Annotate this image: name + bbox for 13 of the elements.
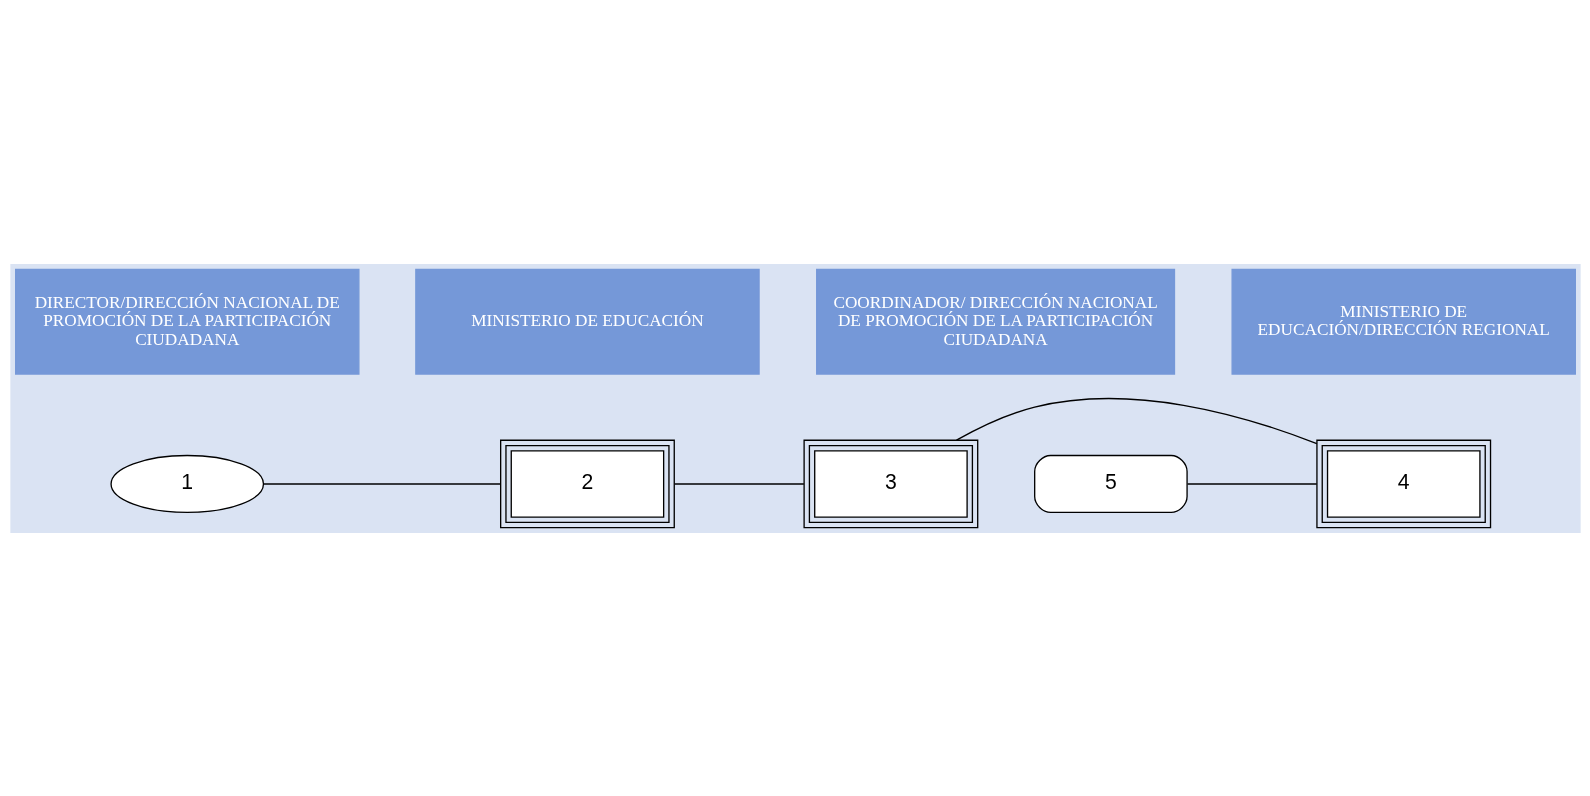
node-box: MINISTERIO DE EDUCACIÓN <box>414 268 760 375</box>
node-ellipse: 1 <box>109 454 264 513</box>
connector <box>1186 482 1317 485</box>
node-box: MINISTERIO DE EDUCACIÓN/DIRECCIÓN REGIONAL <box>1230 268 1576 375</box>
node-box: 3 <box>802 439 978 528</box>
node-box: 2 <box>499 439 675 528</box>
node-box: COORDINADOR/ DIRECCIÓN NACIONAL DE PROMOCIÓN DE LA PARTICIPACIÓN CIUDADANA <box>815 268 1175 375</box>
connector <box>262 482 501 485</box>
connector <box>673 482 805 485</box>
node-box: 5 <box>1033 454 1188 513</box>
node-box: DIRECTOR/DIRECCIÓN NACIONAL DE PROMOCIÓN DE LA PARTICIPACIÓN CIUDADANA <box>14 268 360 375</box>
node-box: 4 <box>1315 439 1491 528</box>
connector <box>955 397 1317 444</box>
